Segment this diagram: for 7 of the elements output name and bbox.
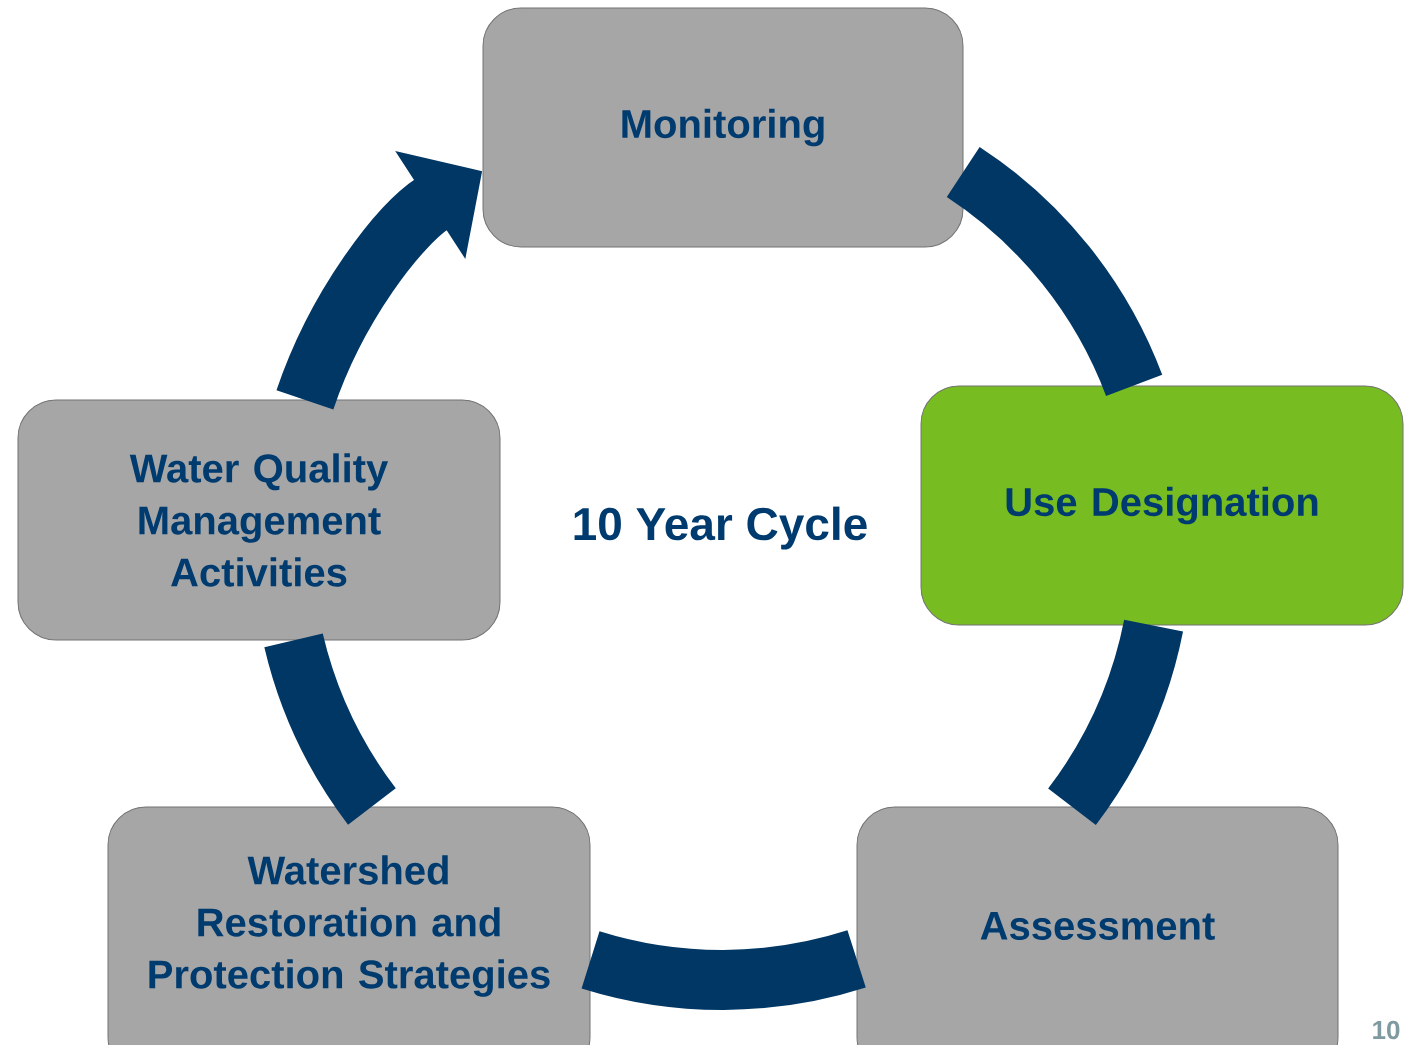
process-box: Monitoring — [482, 7, 964, 248]
page-number: 10 — [1373, 1020, 1400, 1040]
process-box: Use Designation — [920, 385, 1404, 626]
center-label: 10 Year Cycle — [574, 506, 867, 550]
process-box: Assessment — [856, 806, 1339, 1045]
process-box: Water Quality Management Activities — [17, 399, 501, 641]
process-box: Watershed Restoration and Protection Strategies — [107, 806, 591, 1045]
